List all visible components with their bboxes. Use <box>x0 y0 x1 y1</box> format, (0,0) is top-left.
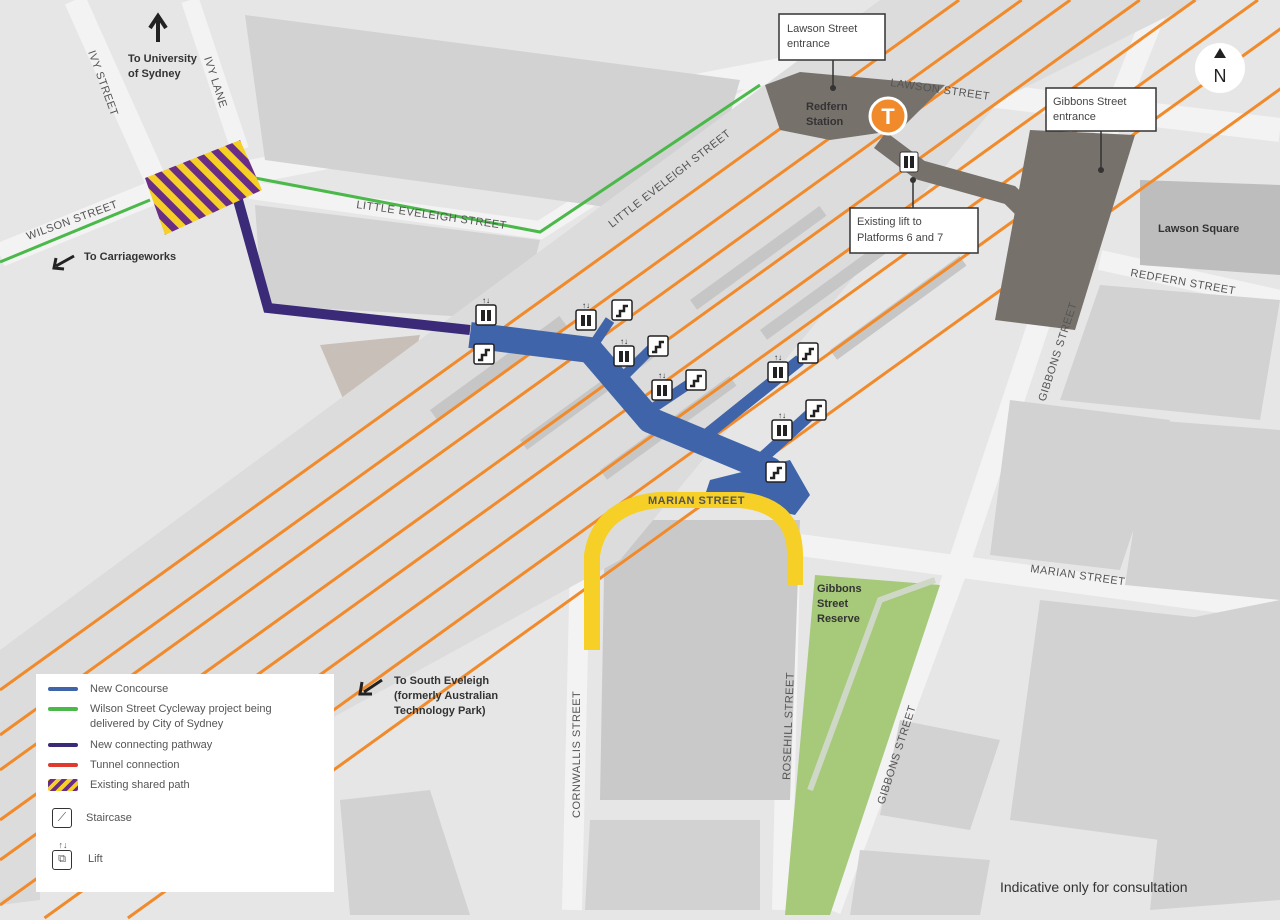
callout-lawson-entrance: Lawson Street entrance <box>778 13 886 91</box>
reserve-label-3: Reserve <box>817 613 860 625</box>
svg-text:Lawson Street: Lawson Street <box>787 23 857 35</box>
north-arrow: N <box>1195 43 1245 93</box>
svg-text:N: N <box>1214 66 1227 86</box>
gibbons-street-reserve <box>785 575 940 915</box>
svg-text:Existing lift to: Existing lift to <box>857 216 922 228</box>
svg-text:Platforms 6 and 7: Platforms 6 and 7 <box>857 232 943 244</box>
legend-item-cycleway: Wilson Street Cycleway project being del… <box>48 702 290 732</box>
gibbons-entrance-building <box>995 130 1135 330</box>
redfern-station-label: Redfern <box>806 101 848 113</box>
staircase-icon <box>685 369 707 391</box>
cornwallis-road <box>562 559 590 911</box>
reserve-path <box>807 577 937 792</box>
svg-text:↑↓: ↑↓ <box>774 353 782 362</box>
existing-lift-icon <box>899 151 919 173</box>
train-station-icon <box>868 96 908 136</box>
redfern-station-label-2: Station <box>806 116 844 128</box>
marian-street-label-1: MARIAN STREET <box>648 495 745 507</box>
svg-text:Technology Park): Technology Park) <box>394 705 486 717</box>
existing-shared-path <box>145 140 262 235</box>
lift-icon: ↑↓ <box>613 337 635 367</box>
staircase-icon <box>647 335 669 357</box>
cornwallis-street-label: CORNWALLIS STREET <box>571 691 583 818</box>
facility-icons: ↑↓ ↑↓ ↑↓ ↑↓ ↑↓ ↑↓ <box>473 296 827 483</box>
rosehill-street-label: ROSEHILL STREET <box>781 672 797 780</box>
legend-item-staircase: ⟋Staircase <box>52 808 326 828</box>
lift-icon: ↑↓ <box>651 371 673 401</box>
lift-icon: ↑↓ <box>767 353 789 383</box>
staircase-icon <box>765 461 787 483</box>
ivy-lane-road <box>181 0 249 153</box>
staircase-icon: ⟋ <box>52 808 72 828</box>
svg-text:Gibbons Street: Gibbons Street <box>1053 96 1126 108</box>
legend-item-lift: ↑↓⧉Lift <box>52 840 328 870</box>
lift-icon: ↑↓ <box>575 301 597 331</box>
platform <box>830 255 967 360</box>
lift-icon: ↑↓ <box>475 296 497 326</box>
station-badge-letter: T <box>881 104 895 129</box>
svg-text:(formerly Australian: (formerly Australian <box>394 690 498 702</box>
svg-text:↑↓: ↑↓ <box>620 337 628 346</box>
callout-existing-lift: Existing lift to Platforms 6 and 7 <box>849 177 979 254</box>
legend-item-pathway: New connecting pathway <box>48 738 330 753</box>
buildings <box>0 15 1280 915</box>
staircase-icon <box>473 343 495 365</box>
svg-text:of Sydney: of Sydney <box>128 68 181 80</box>
platform <box>690 205 827 310</box>
redfern-street-road <box>1097 250 1280 310</box>
marian-street-shared-path <box>584 492 803 650</box>
svg-text:↑↓: ↑↓ <box>778 411 786 420</box>
svg-text:To South Eveleigh: To South Eveleigh <box>394 675 489 687</box>
disclaimer-text: Indicative only for consultation <box>1000 879 1188 895</box>
reserve-label: Gibbons <box>817 583 862 595</box>
lift-icon: ↑↓ <box>771 411 793 441</box>
direction-university: To University of Sydney <box>128 12 198 80</box>
platform <box>760 235 897 340</box>
svg-text:entrance: entrance <box>787 38 830 50</box>
new-connecting-pathway <box>233 198 471 335</box>
lawson-square-label: Lawson Square <box>1158 223 1239 235</box>
callout-gibbons-entrance: Gibbons Street entrance <box>1045 87 1157 173</box>
legend-item-tunnel: Tunnel connection <box>48 758 330 773</box>
svg-text:↑↓: ↑↓ <box>658 371 666 380</box>
svg-text:To Carriageworks: To Carriageworks <box>84 251 176 263</box>
svg-text:↑↓: ↑↓ <box>582 301 590 310</box>
cycleway-line <box>0 83 761 264</box>
direction-carriageworks: To Carriageworks <box>52 251 176 271</box>
legend-item-concourse: New Concourse <box>48 682 330 697</box>
legend: New Concourse Wilson Street Cycleway pro… <box>36 674 334 892</box>
lift-icon: ↑↓⧉ <box>52 840 74 870</box>
svg-text:To University: To University <box>128 53 198 65</box>
direction-south-eveleigh: To South Eveleigh (formerly Australian T… <box>358 675 498 717</box>
svg-text:entrance: entrance <box>1053 111 1096 123</box>
staircase-icon <box>805 399 827 421</box>
staircase-icon <box>611 299 633 321</box>
marian-street-road <box>798 534 1280 621</box>
legend-item-shared-path: Existing shared path <box>48 778 330 793</box>
reserve-label-2: Street <box>817 598 849 610</box>
staircase-icon <box>797 342 819 364</box>
svg-text:↑↓: ↑↓ <box>482 296 490 305</box>
ivy-street-road <box>64 0 171 195</box>
